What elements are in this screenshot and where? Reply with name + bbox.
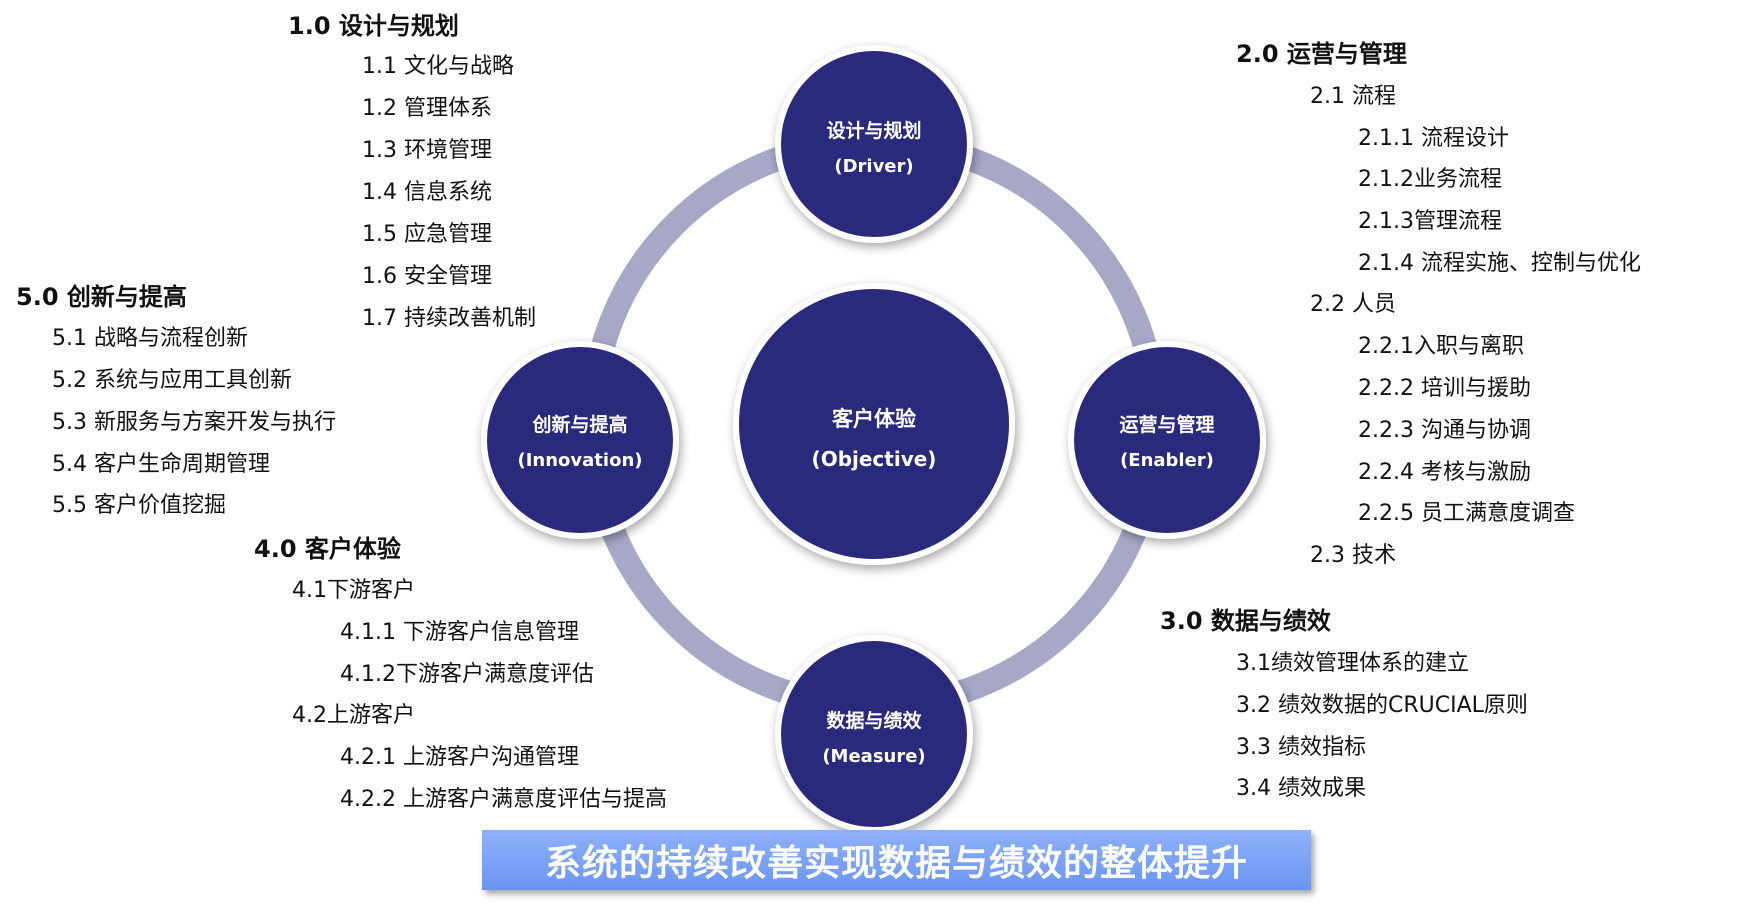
operations-item: 2.1 流程	[1310, 84, 1396, 109]
operations-item: 2.2.5 员工满意度调查	[1358, 501, 1575, 526]
operations-item: 2.2.2 培训与援助	[1358, 376, 1531, 401]
customer-item: 4.2.1 上游客户沟通管理	[340, 745, 579, 770]
design-item: 1.3 环境管理	[362, 138, 492, 163]
top-circle	[775, 45, 973, 243]
innovation-item: 5.4 客户生命周期管理	[52, 452, 270, 477]
center-circle-title: 客户体验	[832, 407, 916, 431]
operations-item: 2.2 人员	[1310, 292, 1396, 317]
left-circle	[481, 341, 679, 539]
design-item: 1.4 信息系统	[362, 180, 492, 205]
design-heading: 1.0 设计与规划	[288, 12, 459, 40]
right-circle-subtitle: (Enabler)	[1120, 450, 1214, 471]
customer-item: 4.2.2 上游客户满意度评估与提高	[340, 787, 667, 812]
summary-banner: 系统的持续改善实现数据与绩效的整体提升	[482, 830, 1311, 890]
data-item: 3.2 绩效数据的CRUCIAL原则	[1236, 693, 1528, 718]
design-item: 1.7 持续改善机制	[362, 306, 536, 331]
customer-item: 4.1.2下游客户满意度评估	[340, 662, 594, 687]
right-circle-title: 运营与管理	[1119, 413, 1214, 436]
design-item: 1.1 文化与战略	[362, 54, 514, 79]
innovation-item: 5.5 客户价值挖掘	[52, 493, 226, 518]
design-item: 1.2 管理体系	[362, 96, 492, 121]
operations-item: 2.2.1入职与离职	[1358, 334, 1524, 359]
operations-item: 2.1.2业务流程	[1358, 167, 1502, 192]
design-item: 1.6 安全管理	[362, 264, 492, 289]
center-circle-subtitle: (Objective)	[812, 447, 937, 471]
right-circle	[1068, 341, 1266, 539]
operations-item: 2.3 技术	[1310, 543, 1396, 568]
summary-banner-text: 系统的持续改善实现数据与绩效的整体提升	[544, 843, 1248, 884]
operations-item: 2.1.3管理流程	[1358, 209, 1502, 234]
customer-item: 4.2上游客户	[292, 703, 415, 728]
bottom-circle	[775, 635, 973, 833]
design-item: 1.5 应急管理	[362, 222, 492, 247]
center-circle	[733, 283, 1015, 565]
data-heading: 3.0 数据与绩效	[1160, 607, 1331, 635]
operations-item: 2.2.3 沟通与协调	[1358, 418, 1531, 443]
operations-item: 2.2.4 考核与激励	[1358, 460, 1531, 485]
innovation-heading: 5.0 创新与提高	[16, 283, 187, 311]
top-circle-title: 设计与规划	[826, 119, 921, 142]
customer-heading: 4.0 客户体验	[254, 535, 401, 563]
operations-item: 2.1.4 流程实施、控制与优化	[1358, 251, 1641, 276]
bottom-circle-subtitle: (Measure)	[822, 746, 925, 767]
operations-heading: 2.0 运营与管理	[1236, 40, 1407, 68]
left-circle-title: 创新与提高	[531, 413, 627, 436]
data-item: 3.3 绩效指标	[1236, 735, 1366, 760]
customer-item: 4.1下游客户	[292, 578, 415, 603]
bottom-circle-title: 数据与绩效	[826, 709, 921, 732]
data-item: 3.1绩效管理体系的建立	[1236, 651, 1469, 676]
innovation-item: 5.1 战略与流程创新	[52, 326, 248, 351]
left-circle-subtitle: (Innovation)	[518, 450, 643, 471]
top-circle-subtitle: (Driver)	[834, 156, 913, 177]
innovation-item: 5.2 系统与应用工具创新	[52, 368, 292, 393]
customer-item: 4.1.1 下游客户信息管理	[340, 620, 579, 645]
operations-item: 2.1.1 流程设计	[1358, 126, 1509, 151]
innovation-item: 5.3 新服务与方案开发与执行	[52, 410, 336, 435]
data-item: 3.4 绩效成果	[1236, 776, 1366, 801]
